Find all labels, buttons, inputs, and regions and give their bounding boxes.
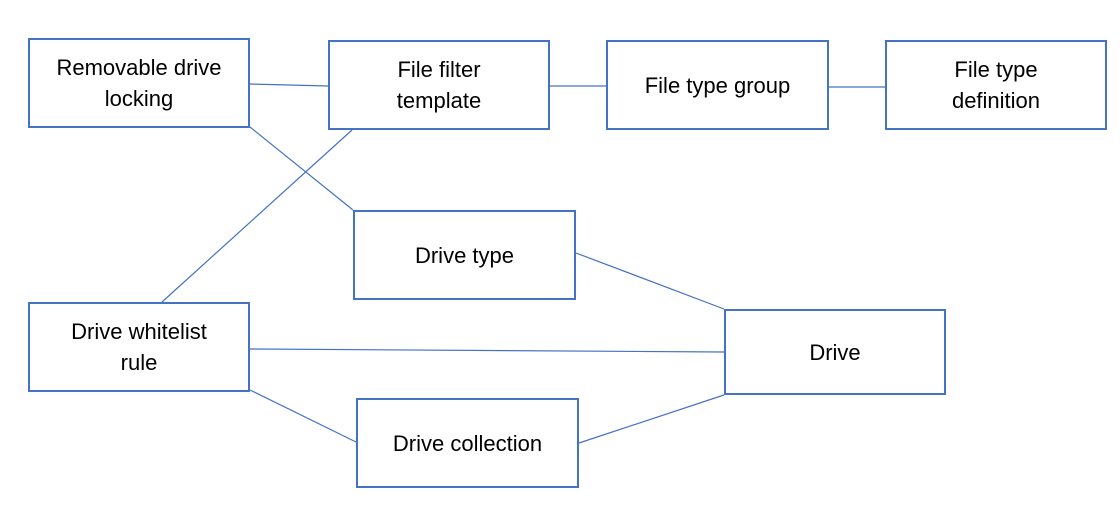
node-file-type-definition: File type definition xyxy=(885,40,1107,130)
connector-drive-type-drive xyxy=(575,252,725,310)
connector-drive-collection-drive xyxy=(578,394,725,444)
node-label: Drive xyxy=(809,339,861,365)
node-drive-collection: Drive collection xyxy=(356,398,579,488)
connector-removable-drive-locking-drive-type xyxy=(249,126,354,211)
node-file-filter-template: File filter template xyxy=(328,40,550,130)
node-label: Drive collection xyxy=(392,430,543,456)
node-drive-type: Drive type xyxy=(353,210,576,300)
node-removable-drive-locking: Removable drive locking xyxy=(28,38,250,128)
node-file-type-group: File type group xyxy=(606,40,829,130)
node-label: File filter template xyxy=(396,57,482,113)
node-label: Drive type xyxy=(414,242,515,268)
node-drive: Drive xyxy=(724,309,946,395)
connector-removable-drive-locking-file-filter-template xyxy=(249,83,329,87)
node-drive-whitelist-rule: Drive whitelist rule xyxy=(28,302,250,392)
connector-drive-whitelist-rule-file-filter-template xyxy=(161,129,353,303)
node-label: Drive whitelist rule xyxy=(71,319,207,375)
node-label: File type definition xyxy=(951,57,1041,113)
connector-drive-whitelist-rule-drive-collection xyxy=(249,389,357,443)
node-label: File type group xyxy=(644,72,791,98)
node-label: Removable drive locking xyxy=(56,55,222,111)
connector-drive-whitelist-rule-drive xyxy=(249,348,725,353)
